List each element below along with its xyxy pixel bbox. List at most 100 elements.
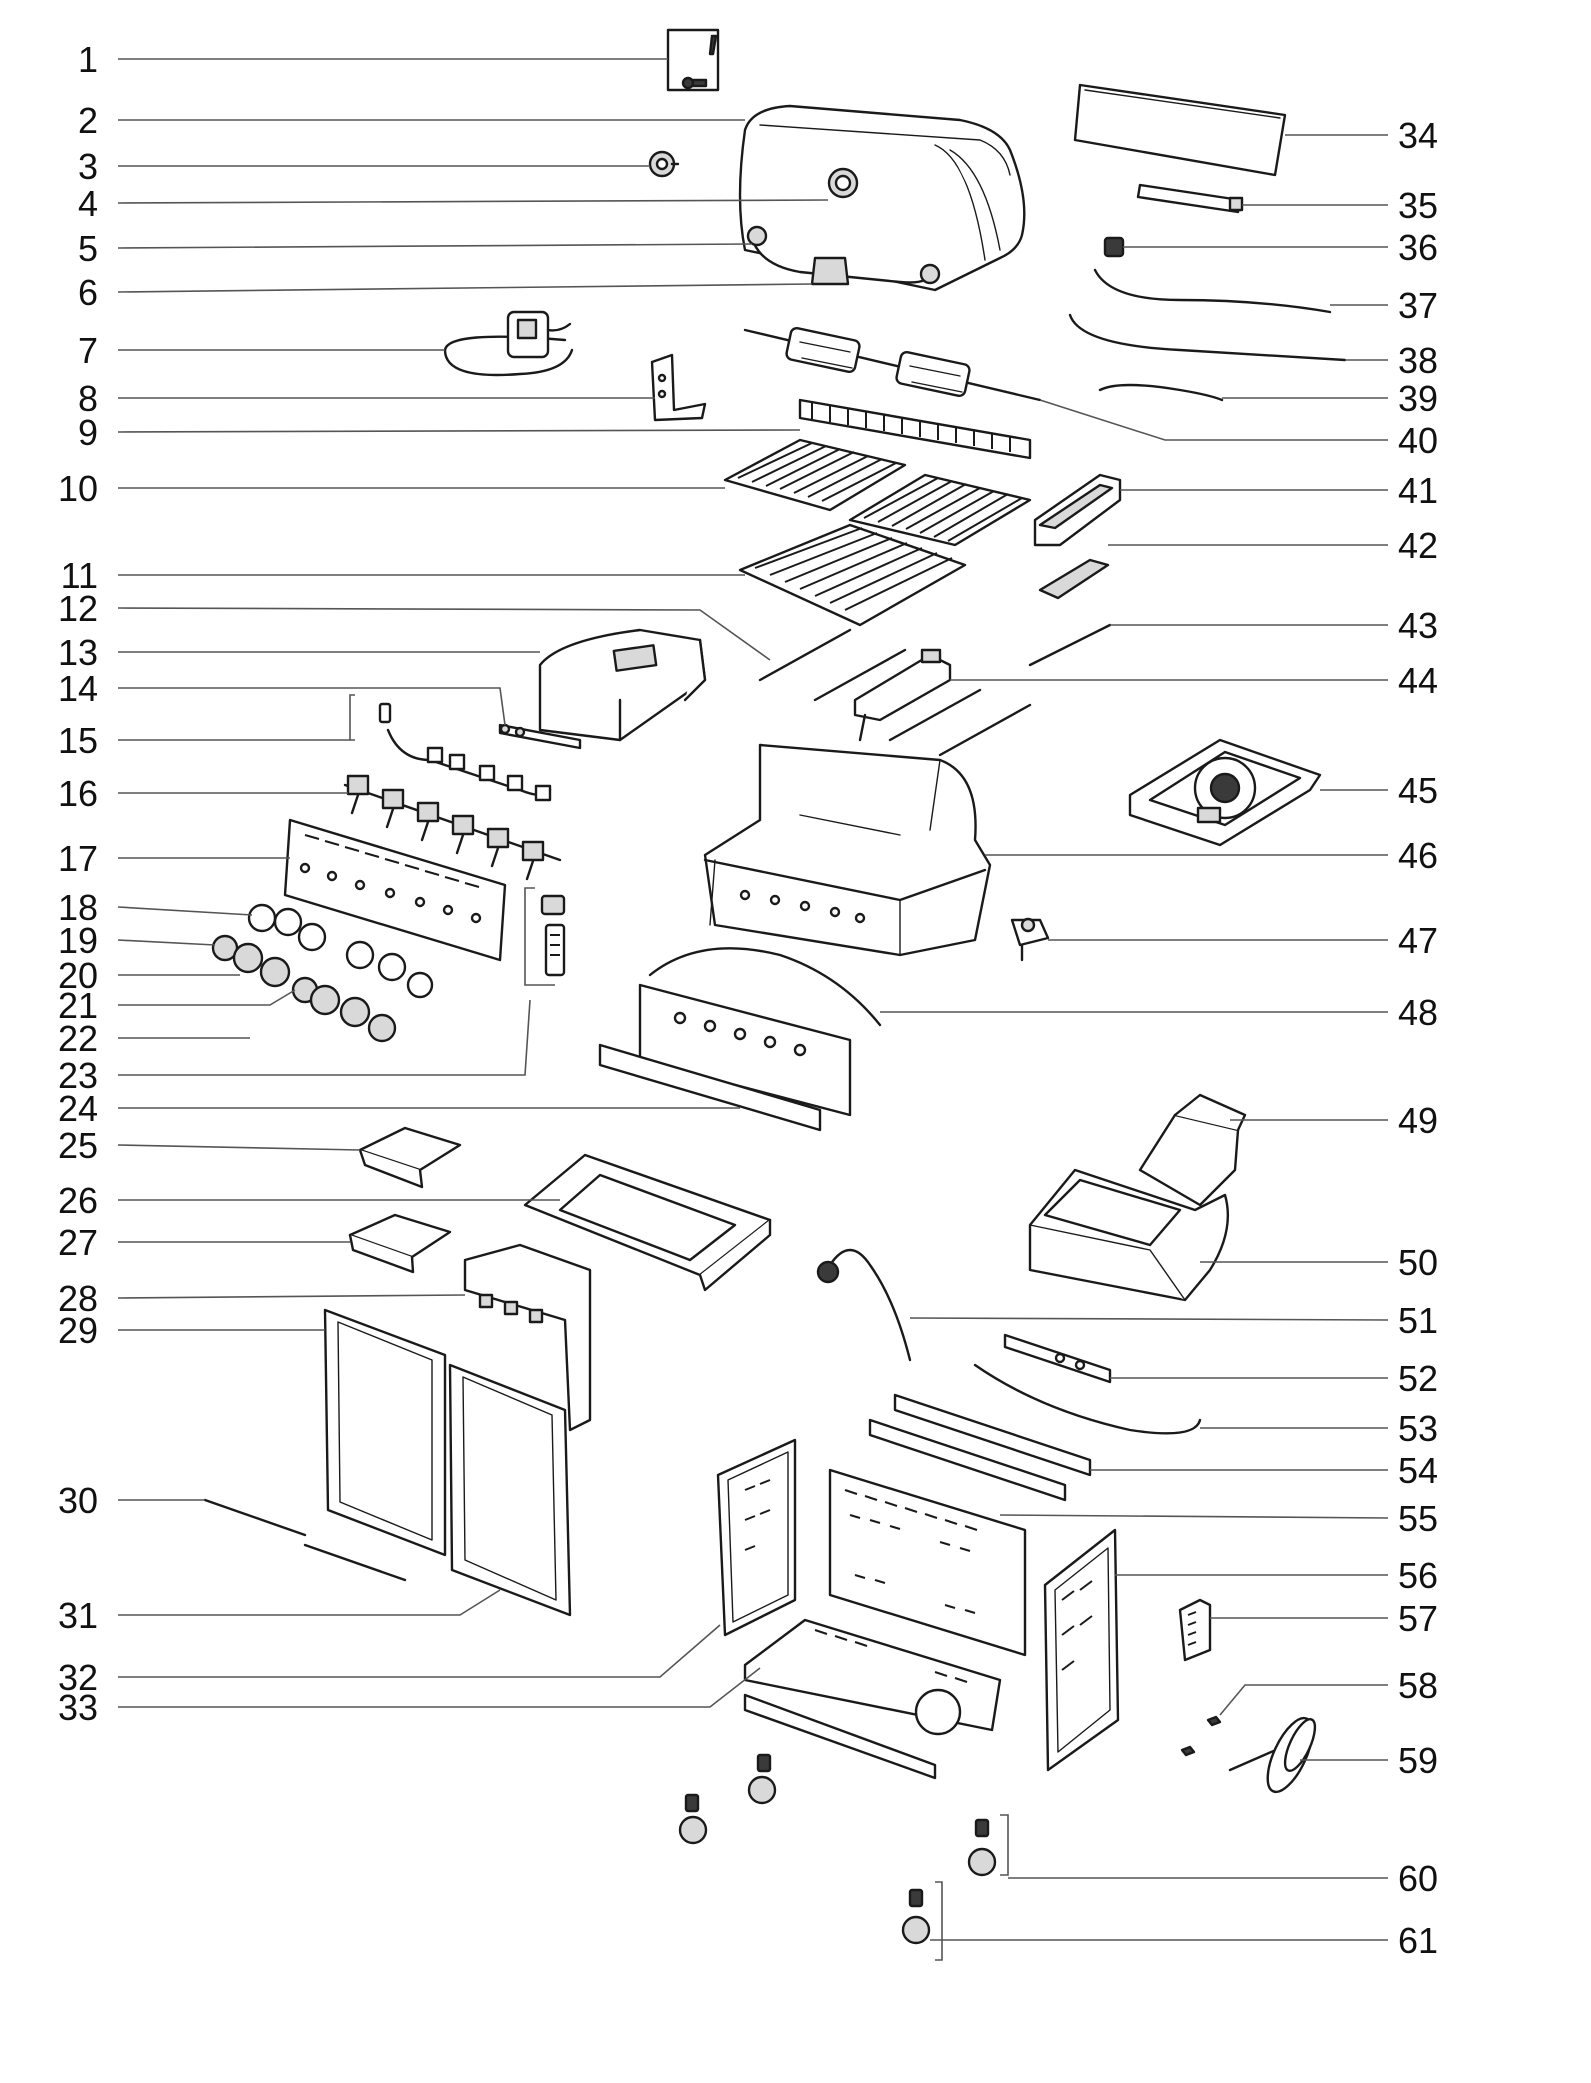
callout-number: 4 — [78, 183, 98, 224]
callout-number: 61 — [1398, 1920, 1438, 1961]
callout-number: 15 — [58, 720, 98, 761]
callout-number: 11 — [61, 555, 98, 596]
part-52-rail — [1003, 1333, 1112, 1384]
callout-number: 23 — [58, 1055, 98, 1096]
callout-number: 5 — [78, 228, 98, 269]
part-drawings — [203, 28, 1347, 1961]
part-32-cart-side-left — [716, 1438, 797, 1637]
part-10-cooking-grids — [723, 438, 1032, 547]
part-48-gas-hose — [648, 947, 882, 1027]
part-6-bracket — [810, 256, 850, 286]
callout-number: 24 — [58, 1088, 98, 1129]
part-23-igniter — [540, 894, 566, 977]
part-41-rear-burner — [1033, 473, 1122, 547]
part-57-bracket — [1178, 1598, 1212, 1662]
part-15-igniter-wires — [378, 702, 552, 802]
part-46-cookbox — [703, 743, 992, 957]
callout-number: 12 — [58, 588, 98, 629]
callout-number: 25 — [58, 1125, 98, 1166]
callout-number: 51 — [1398, 1300, 1438, 1341]
callout-number: 38 — [1398, 340, 1438, 381]
callout-number: 58 — [1398, 1665, 1438, 1706]
callout-number: 44 — [1398, 660, 1438, 701]
part-44-side-burner-valve — [853, 648, 952, 742]
callout-number: 16 — [58, 773, 98, 814]
callout-number: 30 — [58, 1480, 98, 1521]
part-7-rotisserie-motor — [443, 310, 574, 377]
callout-number: 48 — [1398, 992, 1438, 1033]
callout-number: 10 — [58, 468, 98, 509]
part-60-casters — [967, 1818, 997, 1877]
callout-number: 13 — [58, 632, 98, 673]
callout-number: 19 — [58, 920, 98, 961]
callout-number: 14 — [58, 668, 98, 709]
part-47-side-burner-valve — [1010, 917, 1050, 962]
callout-number: 33 — [58, 1687, 98, 1728]
part-27-catch-pan — [348, 1213, 452, 1274]
callout-number: 3 — [78, 146, 98, 187]
callout-number: 20 — [58, 955, 98, 996]
part-8-motor-bracket — [650, 353, 707, 422]
callout-number: 55 — [1398, 1498, 1438, 1539]
callout-number: 18 — [58, 887, 98, 928]
part-43-burner-tube — [1028, 623, 1112, 667]
part-9-warming-rack — [798, 398, 1032, 460]
callout-number: 53 — [1398, 1408, 1438, 1449]
callout-number: 26 — [58, 1180, 98, 1221]
part-1-screws — [666, 28, 720, 92]
part-18-22-control-knobs — [211, 903, 434, 1043]
part-2-lid — [738, 104, 1026, 292]
part-37-39-igniter-wires — [1068, 268, 1347, 402]
part-50-side-cabinet — [1028, 1168, 1230, 1302]
callout-number: 50 — [1398, 1242, 1438, 1283]
left-callout-numbers: 1 2 3 4 5 6 7 8 9 10 11 12 13 14 15 16 1… — [58, 39, 98, 1728]
callout-number: 49 — [1398, 1100, 1438, 1141]
callout-number: 45 — [1398, 770, 1438, 811]
callout-number: 32 — [58, 1657, 98, 1698]
callout-number: 1 — [78, 39, 98, 80]
callout-number: 46 — [1398, 835, 1438, 876]
callout-number: 27 — [58, 1222, 98, 1263]
part-42-heat-deflector — [1038, 558, 1110, 600]
callout-number: 42 — [1398, 525, 1438, 566]
part-40-rotisserie-spit — [743, 326, 1042, 402]
part-31-door-right — [448, 1363, 572, 1617]
part-61-casters — [901, 1888, 931, 1945]
part-55-rear-panel — [828, 1468, 1027, 1657]
group-brackets — [349, 694, 1009, 1961]
callout-number: 54 — [1398, 1450, 1438, 1491]
callout-number: 47 — [1398, 920, 1438, 961]
callout-number: 34 — [1398, 115, 1438, 156]
part-3-badge — [648, 150, 680, 178]
part-29-door-left — [323, 1308, 447, 1557]
part-33-bottom-shelf — [743, 1618, 1002, 1780]
part-13-heat-shield — [538, 628, 707, 742]
callout-number: 52 — [1398, 1358, 1438, 1399]
part-34-side-shelf — [1073, 83, 1287, 177]
callout-number: 39 — [1398, 378, 1438, 419]
callout-number: 8 — [78, 378, 98, 419]
callout-number: 28 — [58, 1278, 98, 1319]
callout-number: 60 — [1398, 1858, 1438, 1899]
part-28-cabinet-panel — [463, 1243, 592, 1432]
callout-number: 29 — [58, 1310, 98, 1351]
part-17-control-panel — [283, 818, 507, 962]
callout-number: 36 — [1398, 227, 1438, 268]
part-24-front-rails — [598, 983, 852, 1132]
callout-number: 2 — [78, 100, 98, 141]
part-35-shelf-bracket — [1136, 183, 1244, 214]
part-58-nuts — [1180, 1715, 1222, 1757]
callout-number: 6 — [78, 272, 98, 313]
callout-number: 37 — [1398, 285, 1438, 326]
callout-number: 59 — [1398, 1740, 1438, 1781]
callout-number: 22 — [58, 1018, 98, 1059]
callout-number: 21 — [58, 985, 98, 1026]
callout-number: 31 — [58, 1595, 98, 1636]
part-26-grease-tray — [523, 1153, 772, 1292]
part-16-manifold — [343, 774, 562, 881]
part-11-flavorizer-bars — [738, 523, 967, 627]
callout-number: 43 — [1398, 605, 1438, 646]
part-59-tank-strap — [1228, 1716, 1317, 1794]
callout-number: 56 — [1398, 1555, 1438, 1596]
